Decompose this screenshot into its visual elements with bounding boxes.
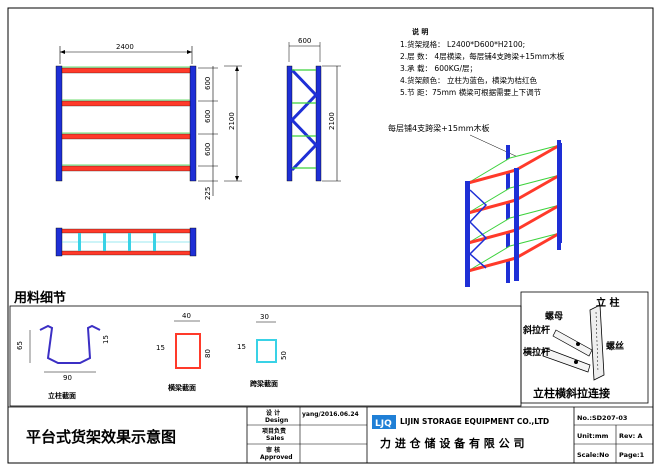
notes-heading: 说 明 bbox=[412, 27, 428, 36]
beam-dim-width: 40 bbox=[182, 312, 191, 320]
column-dim-height: 65 bbox=[16, 341, 24, 350]
role-design-en: Design bbox=[265, 417, 288, 424]
role-design-cn: 设 计 bbox=[266, 409, 280, 417]
plan-view bbox=[55, 227, 197, 257]
role-sales-cn: 项目负责 bbox=[262, 427, 286, 435]
front-height-dim: 2100 bbox=[228, 112, 236, 130]
cross-beam-profile: 30 15 50 跨梁截面 bbox=[237, 313, 288, 388]
beam-caption: 横梁截面 bbox=[168, 383, 196, 392]
designer-date: yang/2016.06.24 bbox=[302, 411, 359, 418]
level-dim-4: 225 bbox=[204, 187, 212, 200]
conn-label-upright: 立 柱 bbox=[596, 296, 619, 309]
drawing-title: 平台式货架效果示意图 bbox=[26, 428, 176, 446]
company-logo bbox=[372, 415, 396, 429]
beam-profile: 40 15 80 横梁截面 bbox=[156, 312, 212, 392]
role-approved-cn: 审 核 bbox=[266, 446, 280, 454]
level-dim-3: 600 bbox=[204, 143, 212, 156]
details-frame bbox=[9, 305, 522, 407]
conn-label-nut: 螺母 bbox=[545, 310, 563, 322]
side-height-dim: 2100 bbox=[328, 112, 336, 130]
note-1: 1.货架规格： L2400*D600*H2100; bbox=[400, 39, 525, 49]
note-5: 5.节 距：75mm 横梁可根据需要上下调节 bbox=[400, 87, 542, 97]
sheet-border bbox=[7, 7, 654, 464]
conn-title: 立柱横斜拉连接 bbox=[533, 386, 610, 400]
level-dim-2: 600 bbox=[204, 110, 212, 123]
side-depth-dim: 600 bbox=[298, 37, 311, 45]
note-2: 2.层 数： 4层横梁，每层铺4支跨梁+15mm木板 bbox=[400, 51, 565, 61]
crossbeam-dim-height: 50 bbox=[280, 351, 288, 360]
crossbeam-caption: 跨梁截面 bbox=[250, 379, 278, 388]
drawing-number: No.:SD207-03 bbox=[577, 414, 627, 422]
connection-detail: 立 柱 螺母 斜拉杆 横拉杆 螺丝 立柱横斜拉连接 bbox=[520, 291, 649, 404]
crossbeam-dim-lip: 15 bbox=[237, 343, 246, 351]
unit: Unit:mm bbox=[577, 432, 609, 440]
iso-label: 每层铺4支跨梁+15mm木板 bbox=[388, 123, 490, 133]
revision: Rev: A bbox=[619, 432, 643, 440]
company-cn: 力 进 仓 储 设 备 有 限 公 司 bbox=[380, 436, 524, 450]
beam-dim-height: 80 bbox=[204, 349, 212, 358]
note-3: 3.承 载： 600KG/层； bbox=[400, 63, 477, 73]
logo-text: LJQ bbox=[375, 419, 392, 429]
scale: Scale:No bbox=[577, 451, 610, 459]
conn-label-horizontal: 横拉杆 bbox=[523, 346, 550, 358]
conn-label-bolt: 螺丝 bbox=[606, 340, 624, 352]
page-number: Page:1 bbox=[619, 451, 645, 459]
column-dim-lip: 15 bbox=[102, 335, 110, 344]
column-profile: 65 15 90 立柱截面 bbox=[16, 324, 110, 400]
company-en: LIJIN STORAGE EQUIPMENT CO.,LTD bbox=[400, 417, 549, 426]
front-view: 2400 600 600 600 225 2100 bbox=[55, 43, 242, 200]
section-title: 用料细节 bbox=[13, 290, 66, 306]
notes-block: 说 明 1.货架规格： L2400*D600*H2100; 2.层 数： 4层横… bbox=[400, 27, 565, 97]
side-view: 600 2100 bbox=[286, 37, 341, 182]
role-approved-en: Approved bbox=[260, 454, 293, 461]
crossbeam-dim-width: 30 bbox=[260, 313, 269, 321]
role-sales-en: Sales bbox=[266, 435, 284, 442]
column-dim-width: 90 bbox=[63, 374, 72, 382]
front-width-dim: 2400 bbox=[116, 43, 134, 51]
column-caption: 立柱截面 bbox=[48, 391, 76, 400]
beam-dim-lip: 15 bbox=[156, 344, 165, 352]
level-dim-1: 600 bbox=[204, 77, 212, 90]
title-block: 平台式货架效果示意图 设 计 Design 项目负责 Sales 审 核 App… bbox=[8, 406, 653, 463]
note-4: 4.货架颜色： 立柱为蓝色，横梁为桔红色 bbox=[400, 75, 538, 85]
conn-label-diagonal: 斜拉杆 bbox=[522, 324, 550, 336]
isometric-view: 每层铺4支跨梁+15mm木板 bbox=[388, 123, 562, 287]
